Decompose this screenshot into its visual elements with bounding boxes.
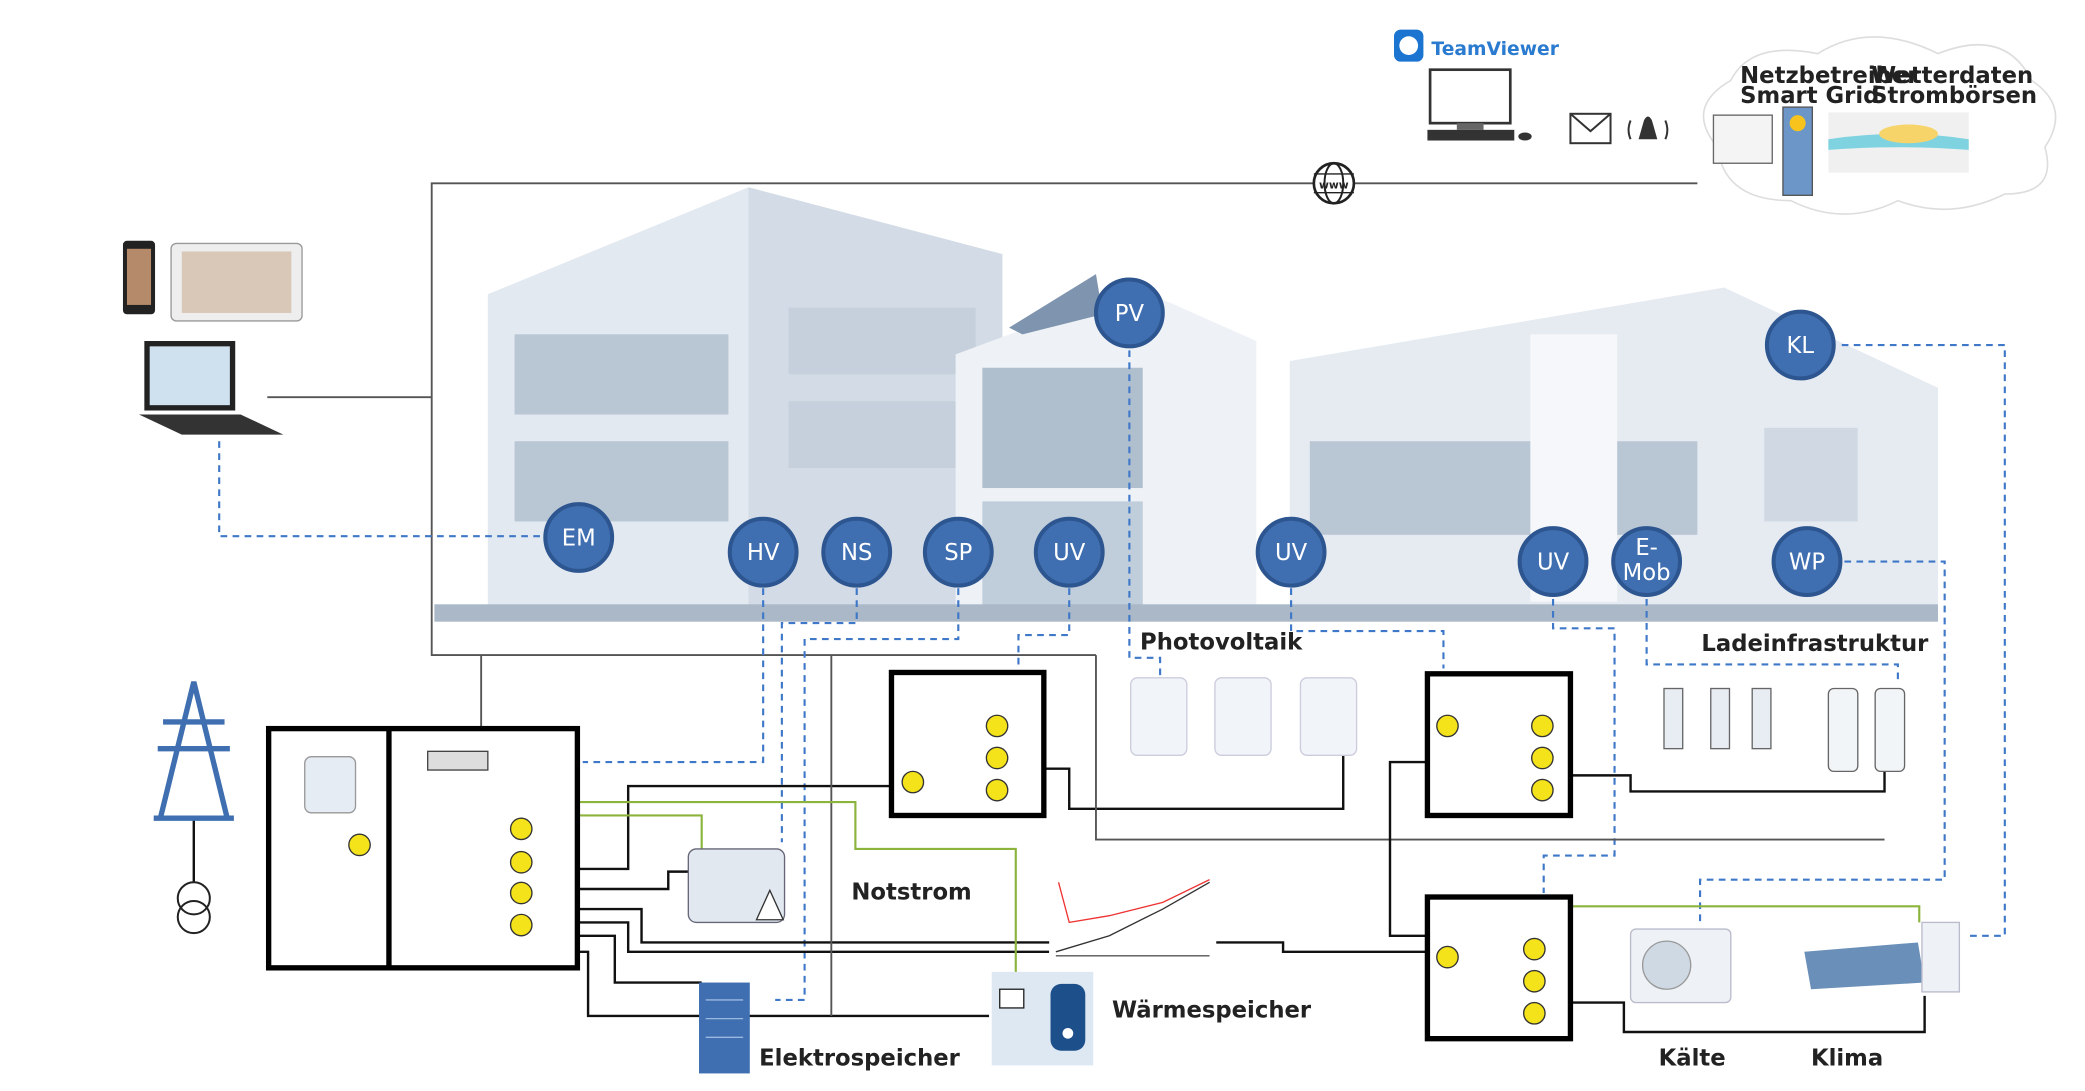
node-label: EM [562, 526, 596, 552]
subdistribution-cabinet-2 [1424, 671, 1574, 819]
cloud-label-grid-operator: Netzbetreiber [1740, 63, 1919, 89]
label-notstrom: Notstrom [851, 880, 971, 906]
control-links [218, 343, 2006, 1001]
heat-storage-icon [991, 971, 1094, 1066]
alarm-bell-icon [1627, 116, 1669, 140]
battery-storage-icon [699, 982, 750, 1074]
pv-inverters [1130, 677, 1358, 757]
node-label: UV [1537, 550, 1570, 576]
power-pylon-icon [153, 681, 234, 821]
internet-globe-icon: www [1312, 161, 1356, 205]
tablet-icon [170, 242, 303, 322]
node-label: UV [1053, 540, 1086, 566]
power-wiring [192, 655, 1926, 1034]
node-label: PV [1115, 301, 1145, 327]
emergency-generator-icon [687, 848, 786, 924]
node-label: E- [1635, 535, 1658, 561]
meter-gauge-icon [348, 833, 371, 857]
chiller-unit-icon [1804, 921, 1961, 993]
node-sp[interactable]: SP [922, 516, 994, 588]
label-ladeinfrastruktur: Ladeinfrastruktur [1701, 631, 1929, 657]
node-uv-1[interactable]: UV [1033, 516, 1105, 588]
cloud: Netzbetreiber Smart Grid Wetterdaten Str… [1702, 36, 2057, 215]
cloud-label-weather: Wetterdaten [1871, 63, 2033, 89]
label-klima: Klima [1811, 1045, 1883, 1071]
subdistribution-cabinet-1 [888, 669, 1047, 819]
node-label: WP [1789, 550, 1825, 576]
desktop-computer-icon [1427, 68, 1532, 141]
www-label: www [1319, 179, 1349, 192]
node-label: NS [841, 540, 872, 566]
teamviewer-logo[interactable]: TeamViewer [1394, 29, 1560, 62]
teamviewer-label: TeamViewer [1431, 39, 1559, 60]
node-pv[interactable]: PV [1093, 277, 1165, 349]
node-uv-2[interactable]: UV [1255, 516, 1327, 588]
smartphone-icon [122, 240, 156, 315]
node-e-mob[interactable]: E-Mob [1611, 526, 1683, 597]
node-label: HV [747, 540, 780, 566]
email-icon [1569, 112, 1612, 145]
node-label: SP [944, 540, 972, 566]
node-em[interactable]: EM [543, 502, 615, 573]
node-uv-3[interactable]: UV [1517, 526, 1589, 597]
node-label: Mob [1623, 560, 1671, 586]
node-kl[interactable]: KL [1764, 309, 1836, 381]
transformer-icon [176, 881, 211, 935]
cloud-label-power-exchange: Strombörsen [1871, 83, 2037, 109]
laptop-icon [139, 341, 284, 435]
label-elektrospeicher: Elektrospeicher [759, 1045, 961, 1071]
load-curve-chart-icon [1049, 868, 1217, 963]
building [434, 187, 1938, 622]
node-wp[interactable]: WP [1771, 526, 1843, 597]
main-distribution-cabinet [265, 725, 581, 971]
label-waermespeicher: Wärmespeicher [1112, 997, 1312, 1023]
smart-grid-icon [1712, 114, 1773, 164]
label-kaelte: Kälte [1659, 1045, 1726, 1071]
node-label: UV [1275, 540, 1308, 566]
heat-pump-outdoor-unit-icon [1629, 928, 1732, 1004]
subdistribution-cabinet-3 [1424, 894, 1574, 1042]
node-ns[interactable]: NS [821, 516, 893, 588]
node-hv[interactable]: HV [727, 516, 799, 588]
electricity-meter-icon [304, 756, 357, 814]
cloud-label-smart-grid: Smart Grid [1740, 83, 1879, 109]
node-label: KL [1787, 333, 1815, 359]
label-photovoltaik: Photovoltaik [1140, 630, 1303, 656]
ev-chargers [1663, 687, 1906, 773]
